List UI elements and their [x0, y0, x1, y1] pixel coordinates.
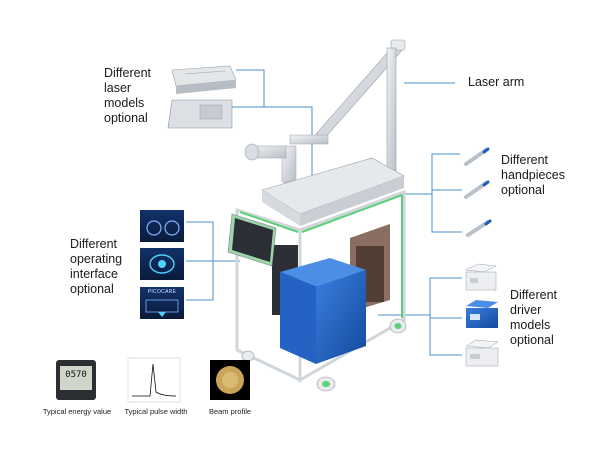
label-interface-line: interface: [70, 267, 118, 281]
label-handpieces-line: Different: [501, 153, 549, 167]
machine-cart-image: [235, 157, 407, 392]
label-driver-models: Different driver models optional: [510, 288, 557, 348]
caption-energy: Typical energy value: [42, 407, 112, 416]
pulse-width-image: [127, 357, 181, 403]
label-laser-models-line: models: [104, 96, 145, 110]
callout-interface: [186, 221, 240, 301]
label-laser-models-line: optional: [104, 111, 148, 125]
laser-model-plate-image: [167, 99, 233, 129]
label-driver-line: Different: [510, 288, 558, 302]
label-driver-line: optional: [510, 333, 554, 347]
label-laser-models: Different laser models optional: [104, 66, 174, 126]
label-interface-line: optional: [70, 282, 114, 296]
interface-screen-3: [140, 287, 184, 319]
label-operating-interface: Different operating interface optional: [70, 237, 122, 297]
label-handpieces: Different handpieces optional: [501, 153, 565, 198]
label-laser-models-line: laser: [104, 81, 132, 95]
laser-arm-image: [244, 39, 406, 192]
handpiece-images: [464, 147, 492, 237]
interface-screen-2: [140, 248, 184, 280]
callout-laser-models: [231, 69, 313, 175]
callout-driver: [378, 277, 462, 356]
screen-brand: PICOCARE: [147, 289, 177, 295]
caption-beam: Beam profile: [208, 407, 252, 416]
laser-model-top-image: [171, 65, 237, 94]
meter-reading: 0570: [65, 370, 87, 380]
driver-box-blue: [466, 300, 498, 328]
label-interface-line: operating: [70, 252, 123, 266]
callout-lines: [186, 69, 462, 356]
label-driver-line: driver: [510, 303, 542, 317]
touch-screen-image: [227, 213, 277, 267]
label-driver-line: models: [510, 318, 551, 332]
beam-profile-image: [210, 360, 250, 400]
label-handpieces-line: handpieces: [501, 168, 565, 182]
driver-box-white-top: [465, 263, 497, 291]
label-laser-arm: Laser arm: [468, 75, 525, 89]
caption-pulse: Typical pulse width: [124, 407, 188, 416]
energy-meter-image: [56, 360, 96, 400]
label-interface-line: Different: [70, 237, 118, 251]
interface-screen-1: [140, 210, 184, 242]
label-laser-models-line: Different: [104, 66, 152, 80]
callout-handpieces: [398, 153, 462, 233]
label-handpieces-line: optional: [501, 183, 545, 197]
driver-box-white-bottom: [465, 339, 499, 367]
